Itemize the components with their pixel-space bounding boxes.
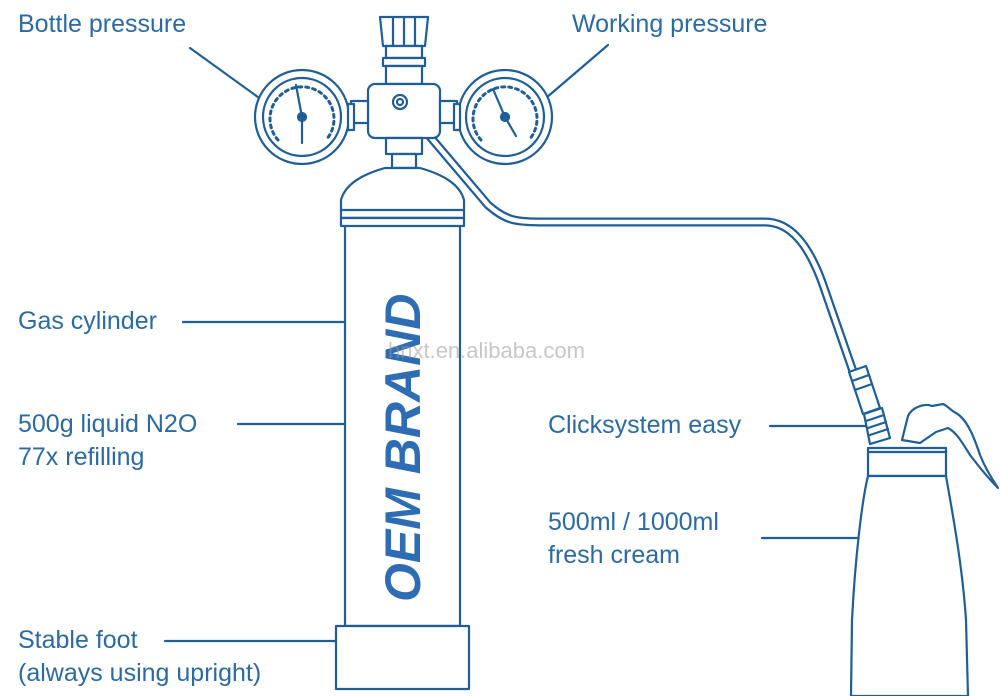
label-gas-cylinder: Gas cylinder <box>18 307 157 335</box>
gauge-bottle-pressure <box>253 68 356 166</box>
label-cream-volume: 500ml / 1000ml <box>548 508 719 536</box>
regulator-knob <box>378 15 430 86</box>
brand-text: OEM BRAND <box>375 294 431 602</box>
hose-coupling <box>847 364 882 416</box>
label-fresh-cream: fresh cream <box>548 541 680 569</box>
regulator-body <box>349 82 459 170</box>
gas-cylinder <box>334 166 471 691</box>
label-working-pressure: Working pressure <box>572 10 768 38</box>
label-upright: (always using upright) <box>18 659 262 687</box>
label-refilling: 77x refilling <box>18 443 145 471</box>
label-stable-foot: Stable foot <box>18 626 138 654</box>
watermark: hnxt.en.alibaba.com <box>388 338 585 363</box>
leader-working-pressure <box>544 43 610 100</box>
cream-dispenser <box>847 364 1000 696</box>
gauge-working-pressure <box>452 68 554 166</box>
dispenser-bottle <box>849 474 970 696</box>
label-liquid-n2o: 500g liquid N2O <box>18 410 198 438</box>
leader-bottle-pressure <box>188 46 264 102</box>
label-clicksystem: Clicksystem easy <box>548 411 742 439</box>
stable-foot <box>334 624 471 691</box>
label-bottle-pressure: Bottle pressure <box>18 10 187 38</box>
dispenser-lever <box>900 402 1000 490</box>
hose-inner <box>395 96 859 383</box>
